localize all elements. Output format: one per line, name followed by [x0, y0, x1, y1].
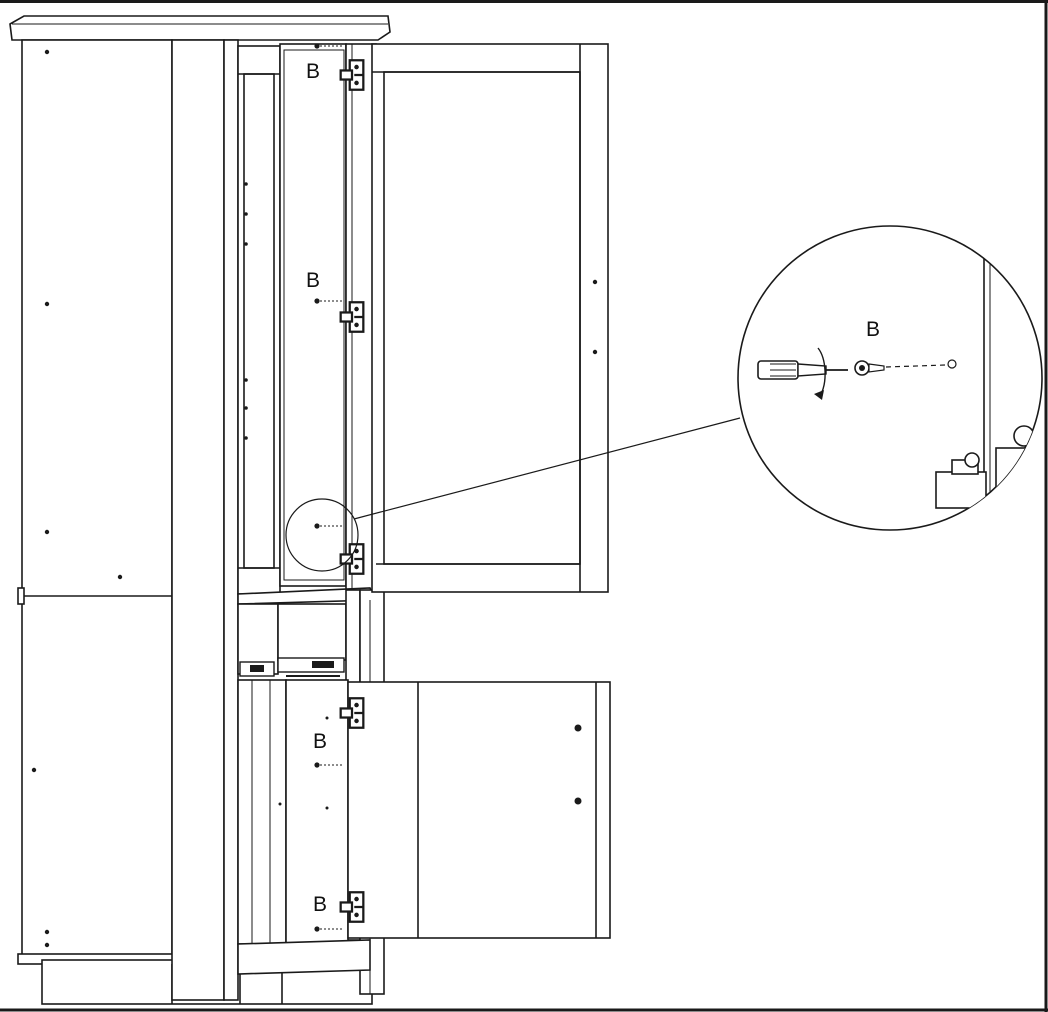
screw-b-icon — [854, 360, 885, 376]
screwdriver-icon — [757, 360, 848, 380]
cabinet — [9, 15, 391, 1005]
detail-pointer — [285, 417, 741, 572]
shelf-pin-holes-left — [31, 49, 123, 948]
callout-b-4: B — [313, 893, 327, 916]
callout-b-3: B — [313, 730, 327, 753]
lower-door — [347, 681, 611, 939]
front-stile — [171, 39, 225, 1001]
part-callouts: B B B B — [306, 60, 327, 916]
left-side-panel — [21, 39, 173, 957]
callout-b-2: B — [306, 269, 320, 292]
detail-hinge-body — [935, 471, 987, 509]
detail-view: B — [737, 225, 1043, 531]
upper-door — [371, 43, 609, 593]
callout-b-1: B — [306, 60, 320, 83]
top-board — [9, 15, 391, 41]
drawer-slides — [239, 657, 345, 677]
pilot-hole — [947, 359, 957, 369]
detail-callout-b: B — [866, 318, 880, 341]
